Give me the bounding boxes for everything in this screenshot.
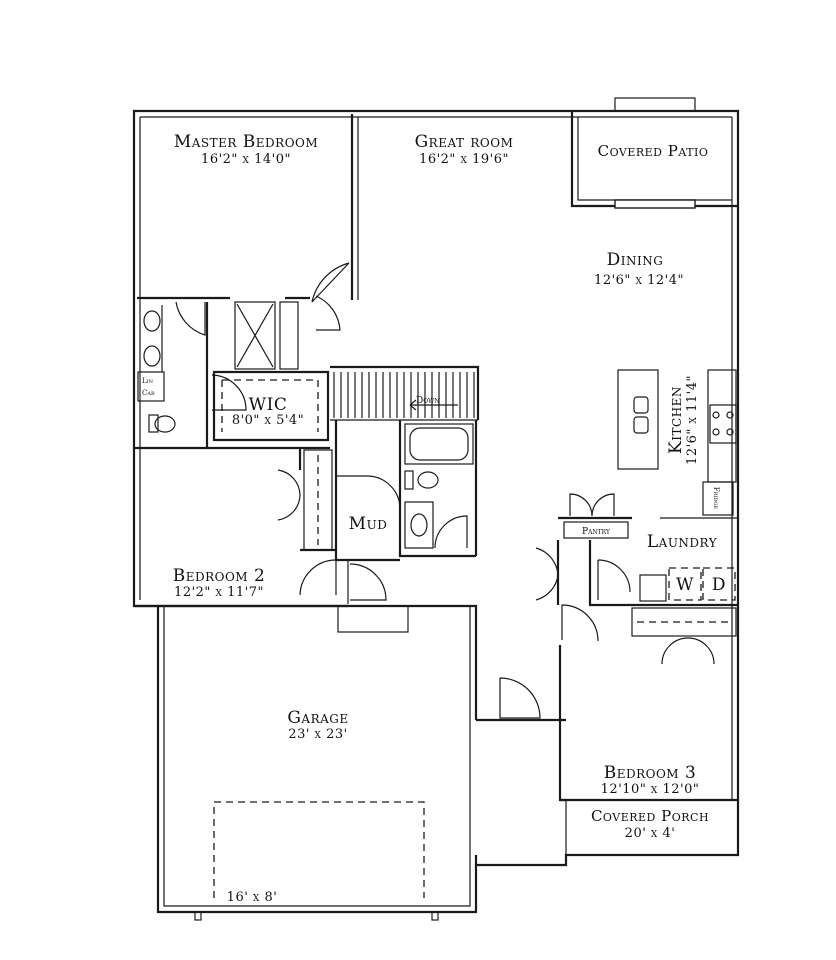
- room-labels: Master Bedroom 16'2" x 14'0" Great room …: [173, 132, 718, 905]
- bedroom-2-label: Bedroom 2: [173, 566, 266, 586]
- cab-label: Cab: [142, 389, 155, 397]
- hall-bath: [398, 420, 478, 558]
- laundry-area: W D: [535, 540, 738, 665]
- garage-area: [158, 604, 478, 921]
- master-bedroom-label: Master Bedroom: [174, 132, 318, 152]
- kitchen-label: Kitchen: [666, 386, 686, 454]
- dryer-label: D: [712, 575, 726, 595]
- pantry-label: Pantry: [582, 527, 611, 537]
- wic-label: WIC: [249, 395, 288, 415]
- fridge-label: Fridge: [712, 487, 720, 510]
- covered-patio-label: Covered Patio: [598, 142, 709, 160]
- garage-label: Garage: [287, 708, 348, 728]
- garage-dims: 23' x 23': [288, 727, 347, 742]
- laundry-label: Laundry: [647, 532, 718, 552]
- stairs-down-label: Down: [416, 396, 440, 406]
- great-room-label: Great room: [415, 132, 514, 152]
- covered-patio-area: [570, 97, 738, 209]
- wic-dims: 8'0" x 5'4": [232, 413, 304, 428]
- dining-label: Dining: [607, 250, 664, 270]
- master-bedroom-walls: [137, 114, 359, 300]
- dining-dims: 12'6" x 12'4": [594, 273, 684, 288]
- garage-door-dims: 16' x 8': [227, 890, 278, 905]
- bedroom-2-dims: 12'2" x 11'7": [174, 585, 264, 600]
- covered-porch-dims: 20' x 4': [625, 826, 676, 841]
- entry-area: [474, 677, 566, 865]
- covered-porch-label: Covered Porch: [591, 807, 709, 825]
- kitchen-dims: 12'6" x 11'4": [685, 375, 700, 465]
- bedroom-3-label: Bedroom 3: [604, 763, 697, 783]
- mud-label: Mud: [349, 514, 388, 534]
- washer-label: W: [676, 575, 694, 595]
- kitchen-area: Fridge: [617, 369, 738, 519]
- bedroom-3-dims: 12'10" x 12'0": [601, 782, 700, 797]
- mud-room: [334, 420, 401, 604]
- wic-room: [212, 370, 330, 442]
- master-bedroom-dims: 16'2" x 14'0": [201, 152, 291, 167]
- bedroom-3-walls: [558, 645, 738, 855]
- master-door: [311, 262, 350, 331]
- lin-label: Lin: [142, 377, 154, 385]
- pantry-area: Pantry: [558, 493, 632, 539]
- hallway-walls: [134, 365, 480, 450]
- great-room-dims: 16'2" x 19'6": [419, 152, 509, 167]
- stairs: Down: [333, 372, 475, 418]
- master-bath: Lin Cab: [137, 301, 299, 448]
